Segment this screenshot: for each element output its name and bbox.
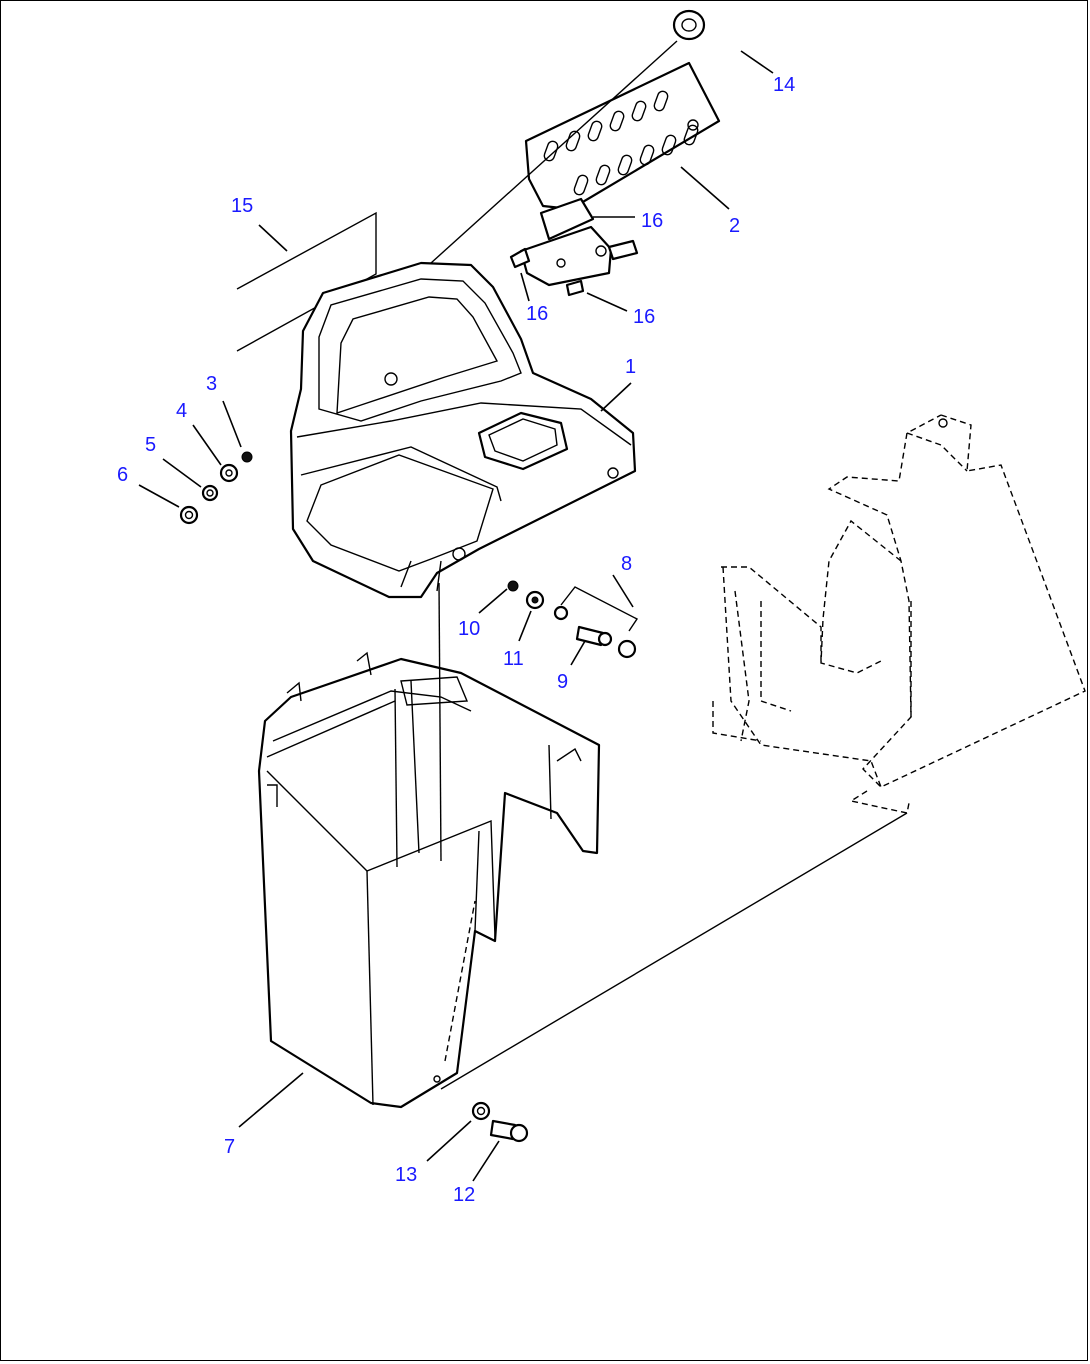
cover-plate-slot	[639, 144, 655, 166]
callout-16-left: 16	[526, 303, 548, 325]
callout-6: 6	[117, 464, 128, 486]
part-10-washer	[507, 580, 519, 592]
cover-plate-hole	[687, 119, 699, 131]
callout-8: 8	[621, 553, 632, 575]
callout-12: 12	[453, 1184, 475, 1206]
cover-plate-slot	[587, 120, 603, 142]
part-7-lower-cover	[257, 651, 601, 1109]
cover-plate-slot	[661, 134, 677, 156]
part-5-washer	[201, 484, 219, 502]
frame-mount-assembly	[712, 414, 1086, 814]
callout-15: 15	[231, 195, 253, 217]
alignment-lines	[430, 40, 908, 1090]
cover-plate-slot	[609, 110, 625, 132]
callout-11: 11	[503, 648, 524, 670]
callout-5: 5	[145, 434, 156, 456]
part-15-plate	[236, 211, 377, 352]
part-11-nut	[525, 590, 545, 610]
part-2-cover-plate	[524, 61, 721, 211]
part-1-console	[289, 261, 637, 599]
cover-plate-slot	[631, 100, 647, 122]
callout-16-right: 16	[633, 306, 655, 328]
callout-16-top: 16	[641, 210, 663, 232]
part-9-bolt	[575, 625, 613, 647]
callout-9: 9	[557, 671, 568, 693]
cover-plate-slot	[653, 90, 669, 112]
leader-lines	[138, 50, 774, 1182]
callout-13: 13	[395, 1164, 417, 1186]
callout-7: 7	[224, 1136, 235, 1158]
part-6-nut	[179, 505, 199, 525]
callout-2: 2	[729, 215, 740, 237]
part-12-bolt	[489, 1119, 529, 1143]
part-8-bracket-set	[553, 586, 639, 659]
callout-14: 14	[773, 74, 795, 96]
callout-1: 1	[625, 356, 636, 378]
cover-plate-slot	[543, 140, 559, 162]
cover-plate-slot	[617, 154, 633, 176]
callout-3: 3	[206, 373, 217, 395]
cover-plate-slot	[683, 124, 699, 146]
callout-10: 10	[458, 618, 480, 640]
cover-plate-slot	[595, 164, 611, 186]
part-14-ring	[672, 9, 706, 41]
part-3-bolt	[241, 451, 253, 463]
callout-4: 4	[176, 400, 187, 422]
callout-labels: 14 2 16 16 16 15 1 3 4 5 6 8 10 11 9 7 1…	[117, 74, 795, 1206]
part-13-washer	[471, 1101, 491, 1121]
part-16-bracket	[509, 197, 639, 297]
part-4-nut	[219, 463, 239, 483]
cover-plate-slot	[573, 174, 589, 196]
